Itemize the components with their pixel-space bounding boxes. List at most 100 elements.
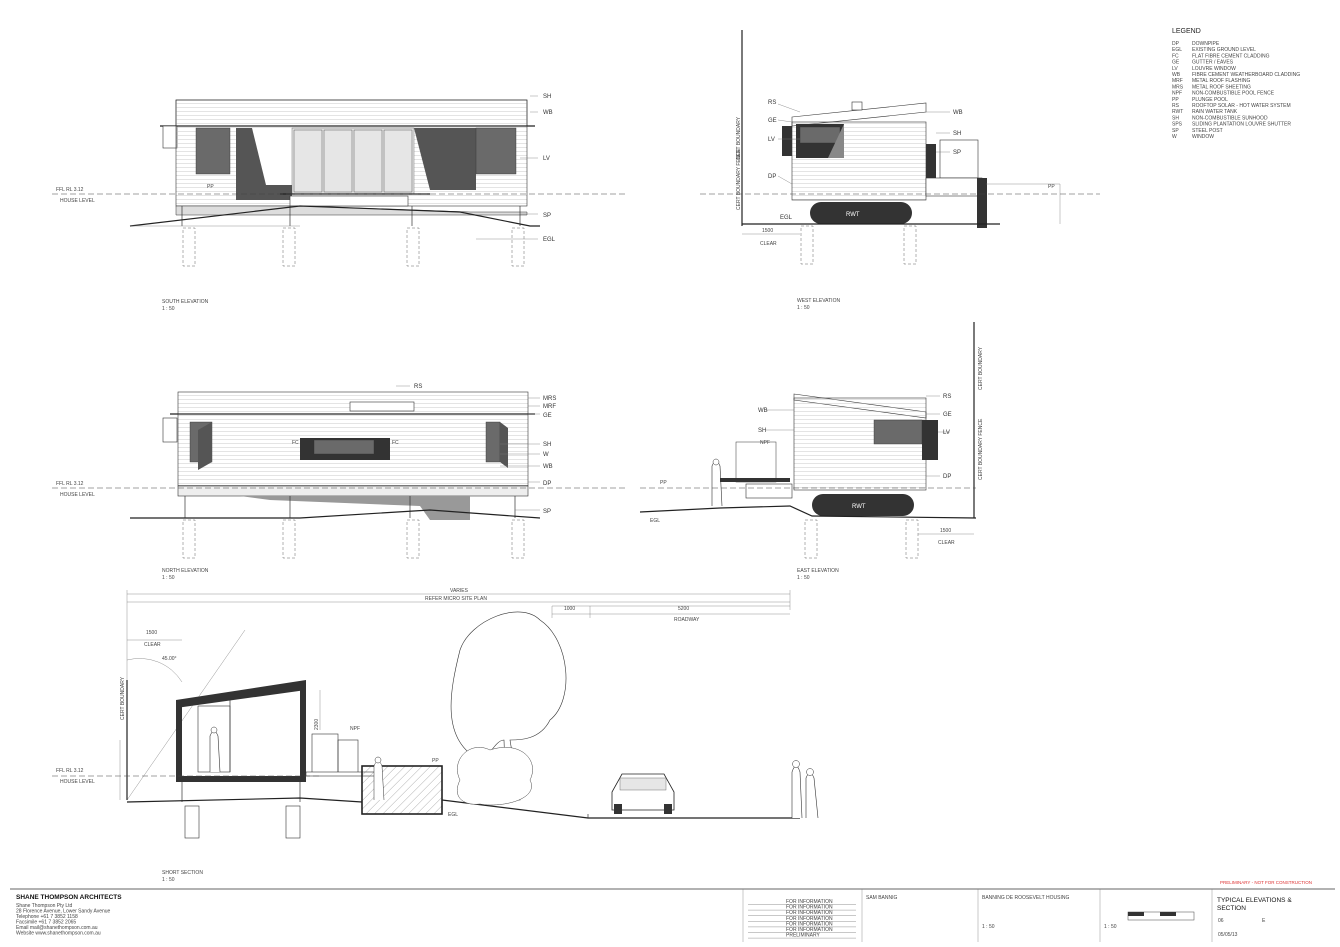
section-dim-1000: 1000 bbox=[564, 606, 575, 612]
revision-description: FOR INFORMATION bbox=[786, 899, 833, 905]
west-sh-label: SH bbox=[953, 131, 961, 137]
legend-description: WINDOW bbox=[1192, 134, 1214, 140]
section-clear-label: CLEAR bbox=[144, 642, 161, 648]
north-elevation-title: NORTH ELEVATION bbox=[162, 568, 209, 574]
south-elevation-scale: 1 : 50 bbox=[162, 306, 175, 312]
south-elevation bbox=[52, 95, 625, 267]
west-pp-label: PP bbox=[1048, 184, 1055, 190]
legend-description: PLUNGE POOL bbox=[1192, 97, 1228, 103]
section-title: SHORT SECTION bbox=[162, 870, 203, 876]
legend-description: DOWNPIPE bbox=[1192, 41, 1220, 47]
firm-address-line: Telephone +61 7 3852 1158 bbox=[16, 914, 78, 920]
legend-description: STEEL POST bbox=[1192, 128, 1223, 134]
car-sketch bbox=[611, 773, 675, 814]
east-rs-label: RS bbox=[943, 394, 951, 400]
revision-description: FOR INFORMATION bbox=[786, 910, 833, 916]
west-wb-label: WB bbox=[953, 110, 963, 116]
sps-shutter-panels bbox=[293, 129, 413, 193]
north-sp-label: SP bbox=[543, 509, 551, 515]
revision-description: FOR INFORMATION bbox=[786, 921, 833, 927]
west-boundary-fence-label: CERT BOUNDARY FENCE bbox=[736, 148, 742, 210]
legend-code: NPF bbox=[1172, 91, 1182, 97]
west-elevation-title: WEST ELEVATION bbox=[797, 298, 840, 304]
north-wb-label: WB bbox=[543, 464, 553, 470]
section-varies-label: VARIES bbox=[450, 588, 469, 594]
east-elevation-scale: 1 : 50 bbox=[797, 575, 810, 581]
west-ge-label: GE bbox=[768, 118, 777, 124]
west-rs-label: RS bbox=[768, 100, 776, 106]
north-mrf-label: MRF bbox=[543, 404, 556, 410]
west-clear-label: CLEAR bbox=[760, 241, 777, 247]
section-dim-1500: 1500 bbox=[146, 630, 157, 636]
revision-description: FOR INFORMATION bbox=[786, 905, 833, 911]
section-npf-label: NPF bbox=[350, 726, 360, 732]
client-name: SAM BANNIG bbox=[866, 895, 898, 901]
short-section bbox=[52, 590, 819, 839]
east-pp-label: PP bbox=[660, 480, 667, 486]
section-ffl-label: FFL RL 3.12 bbox=[56, 768, 84, 774]
west-dim-1500: 1500 bbox=[762, 228, 773, 234]
legend-description: ROOFTOP SOLAR - HOT WATER SYSTEM bbox=[1192, 103, 1291, 109]
legend-code: MRS bbox=[1172, 84, 1184, 90]
north-fc-label-right: FC bbox=[392, 440, 399, 446]
legend-description: FLAT FIBRE CEMENT CLADDING bbox=[1192, 53, 1270, 59]
drawing-date: 05/05/13 bbox=[1218, 932, 1238, 938]
section-egl-label: EGL bbox=[448, 812, 458, 818]
east-elevation bbox=[639, 322, 977, 559]
legend-description: GUTTER / EAVES bbox=[1192, 60, 1234, 66]
east-boundary-fence-label: CERT BOUNDARY FENCE bbox=[978, 418, 984, 480]
south-ffl-label: FFL RL 3.12 bbox=[56, 187, 84, 193]
legend-code: WB bbox=[1172, 72, 1181, 78]
legend-description: RAIN WATER TANK bbox=[1192, 109, 1238, 115]
legend-code: SH bbox=[1172, 115, 1179, 121]
title-block: PRELIMINARY - NOT FOR CONSTRUCTION SHANE… bbox=[10, 880, 1335, 942]
legend-description: METAL ROOF FLASHING bbox=[1192, 78, 1250, 84]
sheet-scale: 1 : 50 bbox=[1104, 924, 1117, 930]
legend-code: GE bbox=[1172, 60, 1180, 66]
section-refer-label: REFER MICRO SITE PLAN bbox=[425, 596, 487, 602]
legend-code: FC bbox=[1172, 53, 1179, 59]
west-sp-label: SP bbox=[953, 150, 961, 156]
north-mrs-label: MRS bbox=[543, 396, 556, 402]
section-boundary-label: CERT BOUNDARY bbox=[120, 676, 126, 720]
legend-description: METAL ROOF SHEETING bbox=[1192, 84, 1251, 90]
section-dim-5200: 5200 bbox=[678, 606, 689, 612]
legend-code: SPS bbox=[1172, 122, 1183, 128]
west-dp-label: DP bbox=[768, 174, 776, 180]
project-name: BANNING DE ROOSEVELT HOUSING bbox=[982, 895, 1069, 901]
north-w-label: W bbox=[543, 452, 549, 458]
east-dim-1500: 1500 bbox=[940, 528, 951, 534]
north-house-level-label: HOUSE LEVEL bbox=[60, 492, 95, 498]
section-house-level-label: HOUSE LEVEL bbox=[60, 779, 95, 785]
preliminary-stamp: PRELIMINARY - NOT FOR CONSTRUCTION bbox=[1220, 880, 1312, 885]
revision-description: FOR INFORMATION bbox=[786, 927, 833, 933]
drawing-title-line2: SECTION bbox=[1217, 905, 1246, 912]
firm-address-line: 28 Florence Avenue, Lower Sandy Avenue bbox=[16, 909, 111, 915]
section-dim-2300: 2300 bbox=[314, 719, 320, 730]
east-npf-label: NPF bbox=[760, 440, 770, 446]
west-boundary-label: CERT BOUNDARY bbox=[736, 116, 742, 160]
north-sh-label: SH bbox=[543, 442, 551, 448]
revision-description: PRELIMINARY bbox=[786, 933, 820, 939]
legend-code: RS bbox=[1172, 103, 1180, 109]
south-house-level-label: HOUSE LEVEL bbox=[60, 198, 95, 204]
tree-sketch bbox=[450, 611, 567, 806]
south-egl-label: EGL bbox=[543, 237, 556, 243]
south-sh-label: SH bbox=[543, 94, 551, 100]
project-scale: 1 : 50 bbox=[982, 924, 995, 930]
south-sp-label: SP bbox=[543, 213, 551, 219]
people-sketch bbox=[791, 760, 819, 819]
firm-address-line: Facsimile +61 7 3852 2065 bbox=[16, 920, 76, 926]
section-angle-label: 45.00° bbox=[162, 656, 177, 662]
west-rwt-label: RWT bbox=[846, 212, 860, 218]
drawing-title: TYPICAL ELEVATIONS & bbox=[1217, 897, 1292, 904]
north-ffl-label: FFL RL 3.12 bbox=[56, 481, 84, 487]
south-pp-label: PP bbox=[207, 184, 214, 190]
firm-address-line: Shane Thompson Pty Ltd bbox=[16, 903, 73, 909]
east-rwt-label: RWT bbox=[852, 504, 866, 510]
east-sh-label: SH bbox=[758, 428, 766, 434]
section-roadway-label: ROADWAY bbox=[674, 617, 700, 623]
legend-description: NON-COMBUSTIBLE SUNHOOD bbox=[1192, 115, 1268, 121]
